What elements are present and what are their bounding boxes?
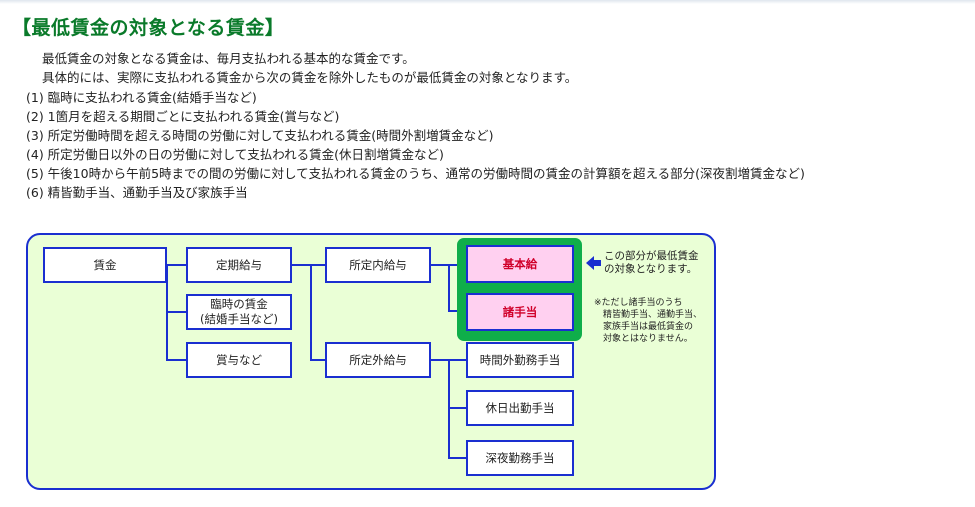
list-item: (5) 午後10時から午前5時までの間の労働に対して支払われる賃金のうち、通常の…	[26, 166, 805, 181]
connector	[292, 264, 327, 266]
list-item: (3) 所定労働時間を超える時間の労働に対して支払われる賃金(時間外割増賃金など…	[26, 128, 494, 143]
connector	[448, 407, 467, 409]
connector	[310, 359, 327, 361]
page-title: 【最低賃金の対象となる賃金】	[12, 17, 285, 39]
non-scheduled-pay-box: 所定外給与	[325, 342, 431, 378]
list-item: (1) 臨時に支払われる賃金(結婚手当など)	[26, 90, 257, 105]
list-item: (6) 精皆勤手当、通勤手当及び家族手当	[26, 185, 248, 200]
bonus-box: 賞与など	[186, 342, 292, 378]
connector	[310, 264, 312, 361]
connector	[166, 359, 188, 361]
list-item: (4) 所定労働日以外の日の労働に対して支払われる賃金(休日割増賃金など)	[26, 147, 444, 162]
intro-line-2: 具体的には、実際に支払われる賃金から次の賃金を除外したものが最低賃金の対象となり…	[42, 70, 578, 85]
list-item: (2) 1箇月を超える期間ごとに支払われる賃金(賞与など)	[26, 109, 340, 124]
intro-line-1: 最低賃金の対象となる賃金は、毎月支払われる基本的な賃金です。	[42, 51, 415, 66]
top-border	[0, 0, 975, 4]
connector	[166, 311, 188, 313]
night-allowance-box: 深夜勤務手当	[466, 440, 574, 476]
exception-note: ※ただし諸手当のうち 精皆勤手当、通勤手当、 家族手当は最低賃金の 対象とはなり…	[594, 298, 703, 344]
target-note: この部分が最低賃金 の対象となります。	[604, 250, 699, 275]
base-pay-box: 基本給	[466, 245, 574, 283]
allowances-box: 諸手当	[466, 293, 574, 331]
connector	[166, 264, 188, 266]
temporary-wage-box: 臨時の賃金 (結婚手当など)	[186, 294, 292, 330]
connector	[448, 359, 450, 459]
wage-structure-diagram: 賃金 定期給与 臨時の賃金 (結婚手当など) 賞与など 所定内給与 所定外給与 …	[26, 233, 716, 490]
left-arrow-icon	[586, 256, 601, 270]
holiday-allowance-box: 休日出勤手当	[466, 390, 574, 426]
overtime-allowance-box: 時間外勤務手当	[466, 342, 574, 378]
connector	[448, 264, 450, 312]
connector	[448, 457, 467, 459]
scheduled-pay-box: 所定内給与	[325, 247, 431, 283]
regular-pay-box: 定期給与	[186, 247, 292, 283]
wage-box: 賃金	[43, 247, 167, 283]
